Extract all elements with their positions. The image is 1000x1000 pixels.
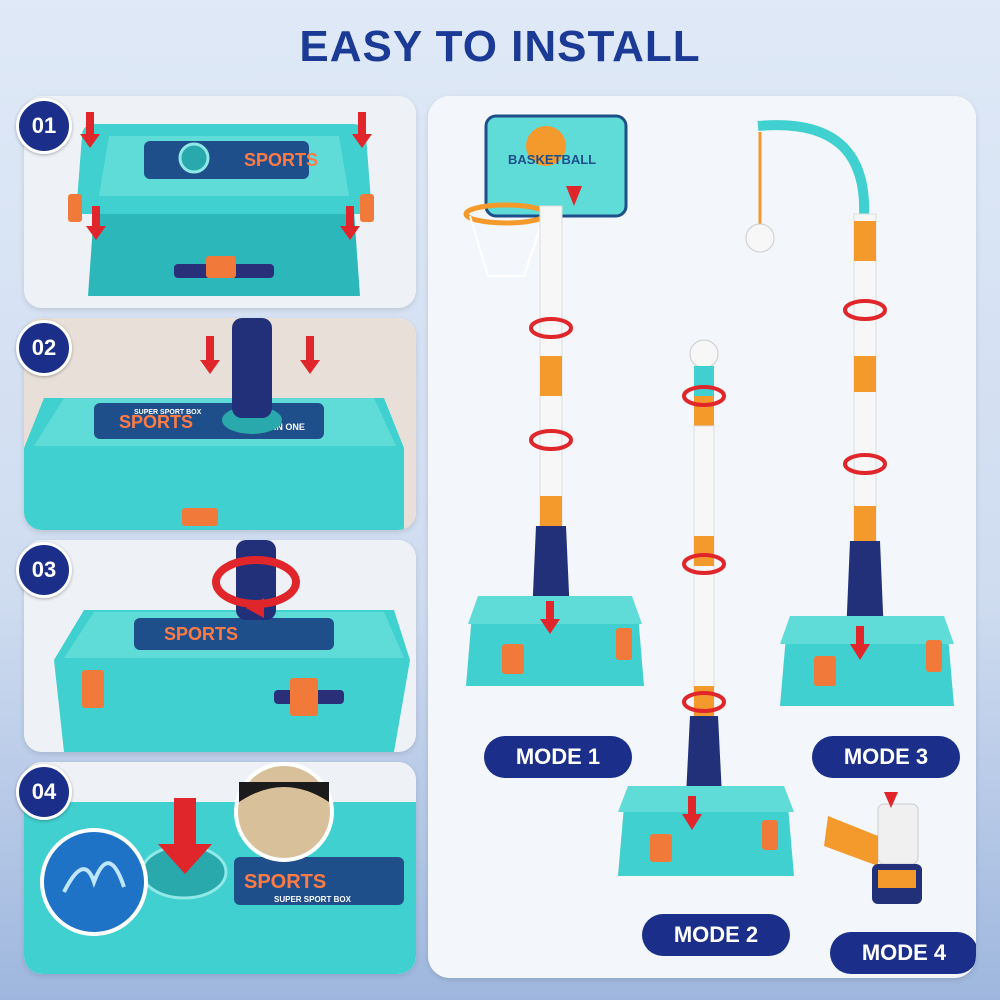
step-1-badge: 01 <box>16 98 72 154</box>
mode-3-label: MODE 3 <box>812 736 960 778</box>
box-sub-text: ALL IN ONE <box>254 422 305 432</box>
box-brand-text: SPORTS <box>164 624 238 644</box>
mode-4-label: MODE 4 <box>830 932 976 974</box>
step-2-card: SPORTS ALL IN ONE SUPER SPORT BOX <box>24 318 416 530</box>
mode-2-label: MODE 2 <box>642 914 790 956</box>
down-arrow-icon <box>850 626 870 660</box>
modes-illustration: BASKETBALL <box>428 96 976 978</box>
box-brand-text: SPORTS <box>119 412 193 432</box>
down-arrow-icon <box>158 798 212 874</box>
box-top-text: SUPER SPORT BOX <box>274 895 352 904</box>
box-top-text: SUPER SPORT BOX <box>134 409 202 416</box>
pole-insert-illustration: SPORTS ALL IN ONE SUPER SPORT BOX <box>24 318 416 530</box>
fill-base-illustration: SPORTS SUPER SPORT BOX <box>24 762 416 974</box>
down-arrow-icon <box>80 112 372 240</box>
batting-tee <box>618 339 794 876</box>
step-3-badge: 03 <box>16 542 72 598</box>
step-2-badge: 02 <box>16 320 72 376</box>
box-brand-text: SPORTS <box>244 150 318 170</box>
page-title: EASY TO INSTALL <box>299 22 701 71</box>
closed-box-illustration: SPORTS <box>24 96 416 308</box>
step-4-badge: 04 <box>16 764 72 820</box>
rotate-arrow-icon <box>529 317 573 451</box>
pitching-machine <box>824 792 922 904</box>
down-arrow-icon <box>884 792 898 808</box>
box-brand-text: SPORTS <box>244 871 326 893</box>
sand-icon <box>234 762 334 862</box>
pole-rotate-illustration: SPORTS <box>24 540 416 752</box>
rotate-arrow-icon <box>843 299 887 475</box>
step-4-card: SPORTS SUPER SPORT BOX <box>24 762 416 974</box>
hanging-ball-pole <box>745 120 954 706</box>
step-1-card: SPORTS <box>24 96 416 308</box>
basketball-hoop: BASKETBALL <box>463 114 644 686</box>
rotate-arrow-icon <box>682 385 726 713</box>
basketball-label: BASKETBALL <box>508 152 596 167</box>
step-3-card: SPORTS <box>24 540 416 752</box>
water-splash-icon <box>40 828 148 936</box>
down-arrow-icon <box>200 336 320 374</box>
down-arrow-icon <box>540 186 582 634</box>
mode-1-label: MODE 1 <box>484 736 632 778</box>
modes-panel: BASKETBALL <box>428 96 976 978</box>
down-arrow-icon <box>682 796 702 830</box>
